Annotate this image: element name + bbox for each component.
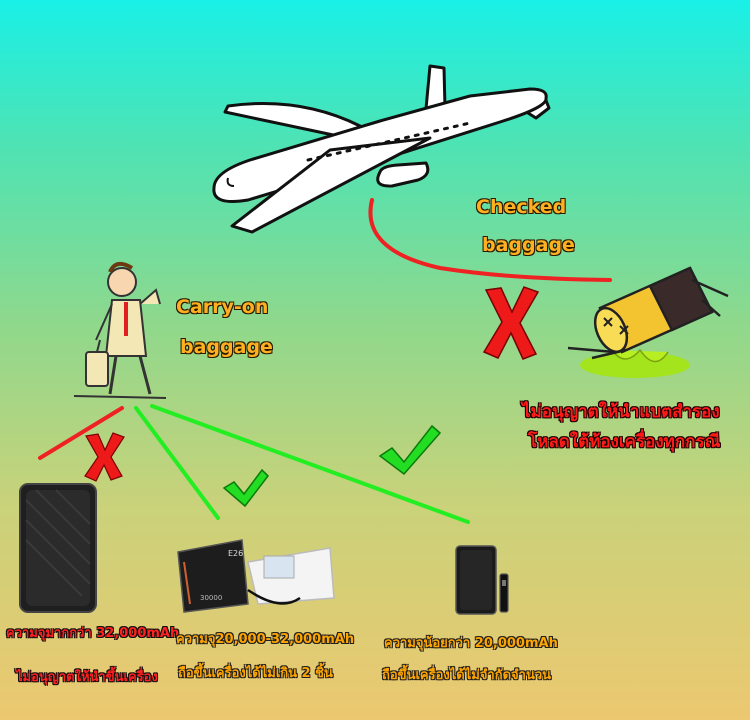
cross-icon-small (84, 432, 125, 482)
allowed-line-small (150, 404, 470, 524)
check-icon-small (378, 424, 442, 476)
carry-on-label-2: baggage (180, 336, 273, 358)
checked-baggage-label-1: Checked (476, 196, 567, 218)
airplane-icon (212, 64, 551, 234)
small-capacity-line-2: ถือขึ้นเครื่องได้ไม่จำกัดจำนวน (382, 668, 552, 683)
dead-battery-icon (567, 266, 729, 378)
check-icon-medium (222, 468, 269, 508)
medium-brand-text: E26 (228, 549, 243, 558)
medium-capacity-text: 30000 (200, 594, 222, 602)
traveler-icon (73, 261, 167, 399)
forbidden-line (38, 406, 124, 460)
medium-powerbank: E26 30000 (177, 539, 335, 613)
small-powerbank (455, 545, 509, 615)
large-capacity-line-2: ไม่อนุญาตให้นำขึ้นเครื่อง (16, 670, 158, 685)
battery-warning-line-1: ไม่อนุญาตให้นำแบตสำรอง (522, 402, 720, 422)
medium-capacity-line-1: ความจุ20,000-32,000mAh (176, 632, 355, 647)
carry-on-label-1: Carry-on (176, 296, 269, 318)
checked-baggage-label-2: baggage (482, 234, 575, 256)
medium-capacity-line-2: ถือขึ้นเครื่องได้ไม่เกิน 2 ชิ้น (178, 666, 333, 681)
large-capacity-line-1: ความจุมากกว่า 32,000mAh (6, 626, 180, 641)
cross-icon (482, 286, 540, 360)
large-powerbank (19, 483, 97, 613)
battery-warning-line-2: โหลดใต้ท้องเครื่องทุกกรณี (528, 432, 721, 452)
airplane-windows (306, 121, 472, 162)
checked-baggage-line (368, 198, 612, 282)
small-capacity-line-1: ความจุน้อยกว่า 20,000mAh (384, 636, 558, 651)
allowed-line-medium (134, 406, 220, 520)
